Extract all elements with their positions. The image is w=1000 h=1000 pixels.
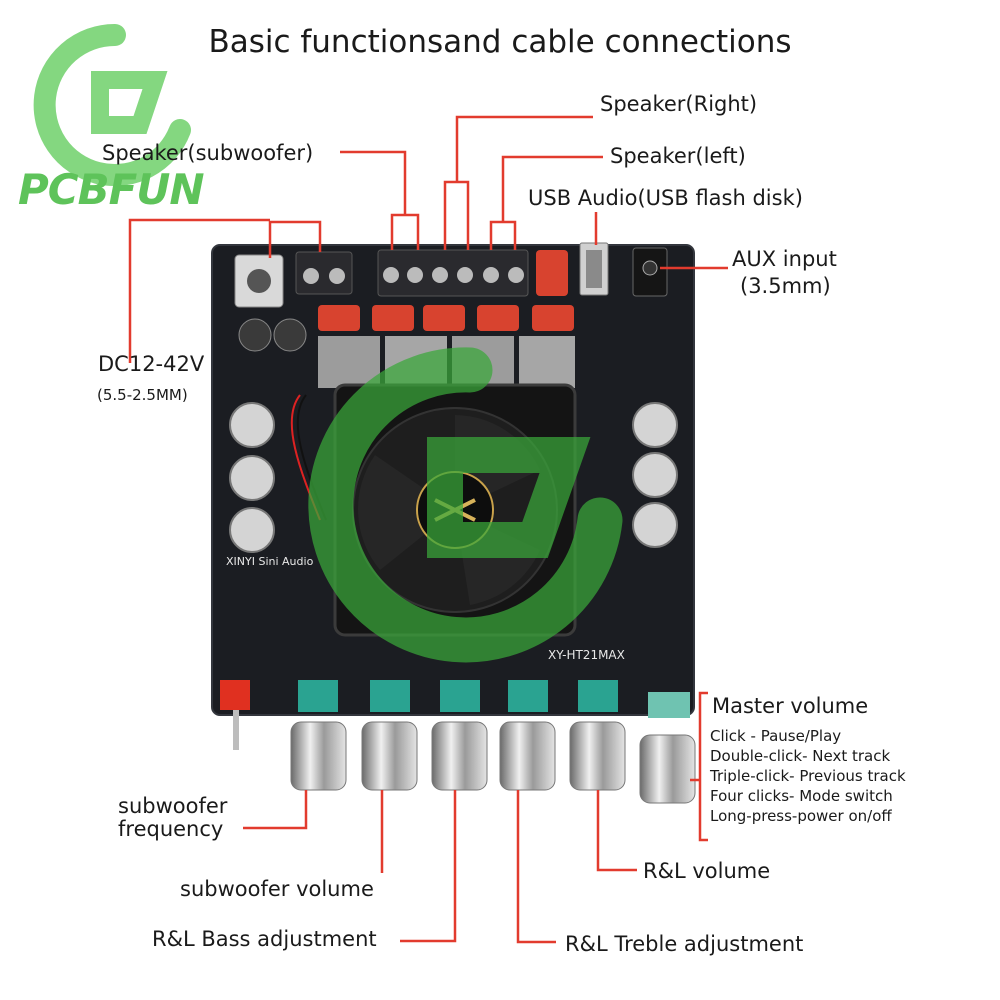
- pot-row: [298, 680, 690, 718]
- master-item-3: Triple-click- Previous track: [710, 767, 906, 785]
- label-bass: R&L Bass adjustment: [152, 927, 377, 951]
- label-sub-frequency-1: subwoofer: [118, 794, 228, 818]
- label-aux-size: (3.5mm): [740, 274, 831, 298]
- leader-lines: [128, 115, 728, 944]
- knob-row: [290, 721, 696, 804]
- label-dc-size: (5.5-2.5MM): [97, 386, 188, 404]
- brand-logo-text: PCBFUN: [18, 165, 205, 214]
- master-item-4: Four clicks- Mode switch: [710, 787, 893, 805]
- label-sub-frequency-2: frequency: [118, 817, 224, 841]
- label-treble: R&L Treble adjustment: [565, 932, 804, 956]
- label-sub-volume: subwoofer volume: [180, 877, 374, 901]
- label-speaker-right: Speaker(Right): [600, 92, 758, 116]
- watermark-icon: [308, 347, 623, 663]
- power-switch-icon: [220, 680, 250, 710]
- master-item-5: Long-press-power on/off: [710, 807, 892, 825]
- label-speaker-left: Speaker(left): [610, 144, 746, 168]
- label-usb-audio: USB Audio(USB flash disk): [528, 186, 803, 210]
- label-dc-voltage: DC12-42V: [98, 352, 205, 376]
- speaker-terminal-icon: [377, 249, 529, 297]
- master-item-1: Click - Pause/Play: [710, 727, 842, 745]
- board-model-text: XY-HT21MAX: [548, 648, 625, 662]
- page-title: Basic functionsand cable connections: [208, 24, 792, 60]
- label-aux-input: AUX input: [732, 247, 837, 271]
- label-master-volume: Master volume: [712, 694, 869, 718]
- pcbfun-logo-icon: [33, 23, 191, 186]
- master-item-2: Double-click- Next track: [710, 747, 891, 765]
- label-rl-volume: R&L volume: [643, 859, 771, 883]
- label-speaker-subwoofer: Speaker(subwoofer): [102, 141, 314, 165]
- board-maker-text: XINYI Sini Audio: [226, 555, 314, 568]
